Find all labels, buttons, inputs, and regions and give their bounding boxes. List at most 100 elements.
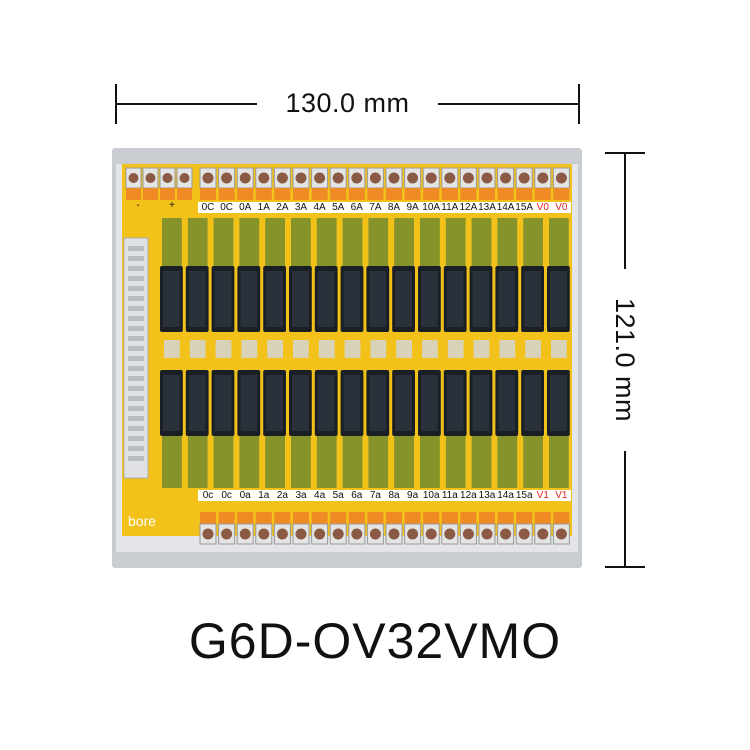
terminal-screw (481, 172, 493, 184)
relay-face (292, 375, 309, 431)
power-terminal-lever (143, 188, 158, 200)
pcb-trace-strip (549, 433, 569, 488)
relay-face (446, 271, 464, 327)
bottom-terminal-lever (348, 512, 365, 524)
top-terminal-lever (441, 188, 458, 200)
top-terminal-label: 7A (365, 202, 386, 213)
relay-face (472, 271, 490, 327)
pcb-trace-strip (549, 218, 569, 278)
top-terminal-label: 0A (235, 202, 256, 213)
connector-pin (128, 356, 144, 361)
relay-face (498, 375, 516, 431)
height-dimension: 121.0 mm (605, 152, 645, 568)
width-dimension: 130.0 mm (115, 84, 580, 124)
led-block (267, 340, 283, 358)
terminal-screw (314, 528, 326, 540)
height-dimension-label: 121.0 mm (610, 297, 640, 423)
relay-face (292, 271, 309, 327)
width-dim-left-line (117, 103, 257, 105)
pcb-trace-strip (213, 433, 234, 488)
connector-pin (128, 426, 144, 431)
pcb-trace-strip (316, 433, 337, 488)
bottom-terminal-lever (534, 512, 551, 524)
relay-face (524, 375, 541, 431)
terminal-screw (202, 528, 214, 540)
relay-face (240, 271, 258, 327)
top-terminal-lever (423, 188, 440, 200)
pcb-trace-strip (291, 218, 311, 278)
power-terminal-label: + (169, 200, 175, 211)
bottom-terminal-lever (386, 512, 402, 524)
pcb-trace-strip (420, 218, 440, 278)
led-block (241, 340, 258, 358)
top-terminal-lever (348, 188, 365, 200)
led-block (318, 340, 335, 358)
top-terminal-lever (330, 188, 347, 200)
led-block (293, 340, 309, 358)
bottom-terminal-lever (311, 512, 328, 524)
terminal-screw (407, 172, 419, 184)
top-terminal-label: 8A (384, 202, 404, 213)
top-terminal-label: 15A (514, 202, 535, 213)
top-terminal-lever (479, 188, 495, 200)
bottom-terminal-label: 0c (216, 490, 237, 501)
height-dim-top-tick (605, 152, 645, 154)
bottom-terminal-lever (441, 512, 458, 524)
led-block (215, 340, 232, 358)
top-terminal-lever (367, 188, 384, 200)
pcb-trace-strip (162, 218, 182, 278)
connector-pin (128, 286, 144, 291)
top-terminal-label: 6A (346, 202, 367, 213)
terminal-screw (518, 172, 530, 184)
terminal-screw (239, 528, 251, 540)
bottom-terminal-lever (516, 512, 533, 524)
terminal-screw (202, 172, 214, 184)
relay-face (214, 375, 232, 431)
bottom-terminal-label: 7a (365, 490, 386, 501)
terminal-screw (537, 528, 549, 540)
led-block (189, 340, 206, 358)
pcb-trace-strip (239, 218, 260, 278)
terminal-screw (258, 172, 270, 184)
terminal-screw (500, 172, 512, 184)
connector-pin (128, 346, 144, 351)
pcb-trace-strip (265, 433, 285, 488)
connector-pin (128, 436, 144, 441)
terminal-screw (314, 172, 326, 184)
terminal-screw (295, 528, 307, 540)
relay-face (317, 375, 335, 431)
top-terminal-label: 3A (291, 202, 311, 213)
terminal-screw (276, 172, 288, 184)
pcb-trace-strip (316, 218, 337, 278)
top-terminal-lever (293, 188, 309, 200)
terminal-screw (555, 528, 567, 540)
pcb-trace-strip (394, 433, 414, 488)
relay-face (395, 375, 412, 431)
connector-pin (128, 416, 144, 421)
connector-pin (128, 456, 144, 461)
terminal-screw (555, 172, 567, 184)
led-block (551, 340, 567, 358)
width-dimension-label: 130.0 mm (285, 88, 410, 118)
top-terminal-lever (237, 188, 254, 200)
bottom-terminal-label: V1 (532, 490, 553, 501)
terminal-screw (444, 172, 456, 184)
terminal-screw (295, 172, 307, 184)
top-terminal-lever (460, 188, 477, 200)
terminal-screw (351, 528, 363, 540)
pcb-trace-strip (342, 218, 363, 278)
connector-pin (128, 296, 144, 301)
pcb-trace-strip (497, 218, 518, 278)
width-dim-right-tick (578, 84, 580, 124)
relay-face (317, 271, 335, 327)
pcb-trace-strip (187, 218, 208, 278)
bottom-terminal-label: 14a (495, 490, 516, 501)
relay-face (188, 271, 206, 327)
bottom-terminal-label: 12a (458, 490, 479, 501)
pcb-trace-strip (471, 218, 492, 278)
terminal-screw (128, 173, 139, 183)
terminal-screw (500, 528, 512, 540)
pcb-trace-strip (497, 433, 518, 488)
bottom-terminal-label: 8a (384, 490, 404, 501)
bottom-terminal-label: 10a (421, 490, 442, 501)
